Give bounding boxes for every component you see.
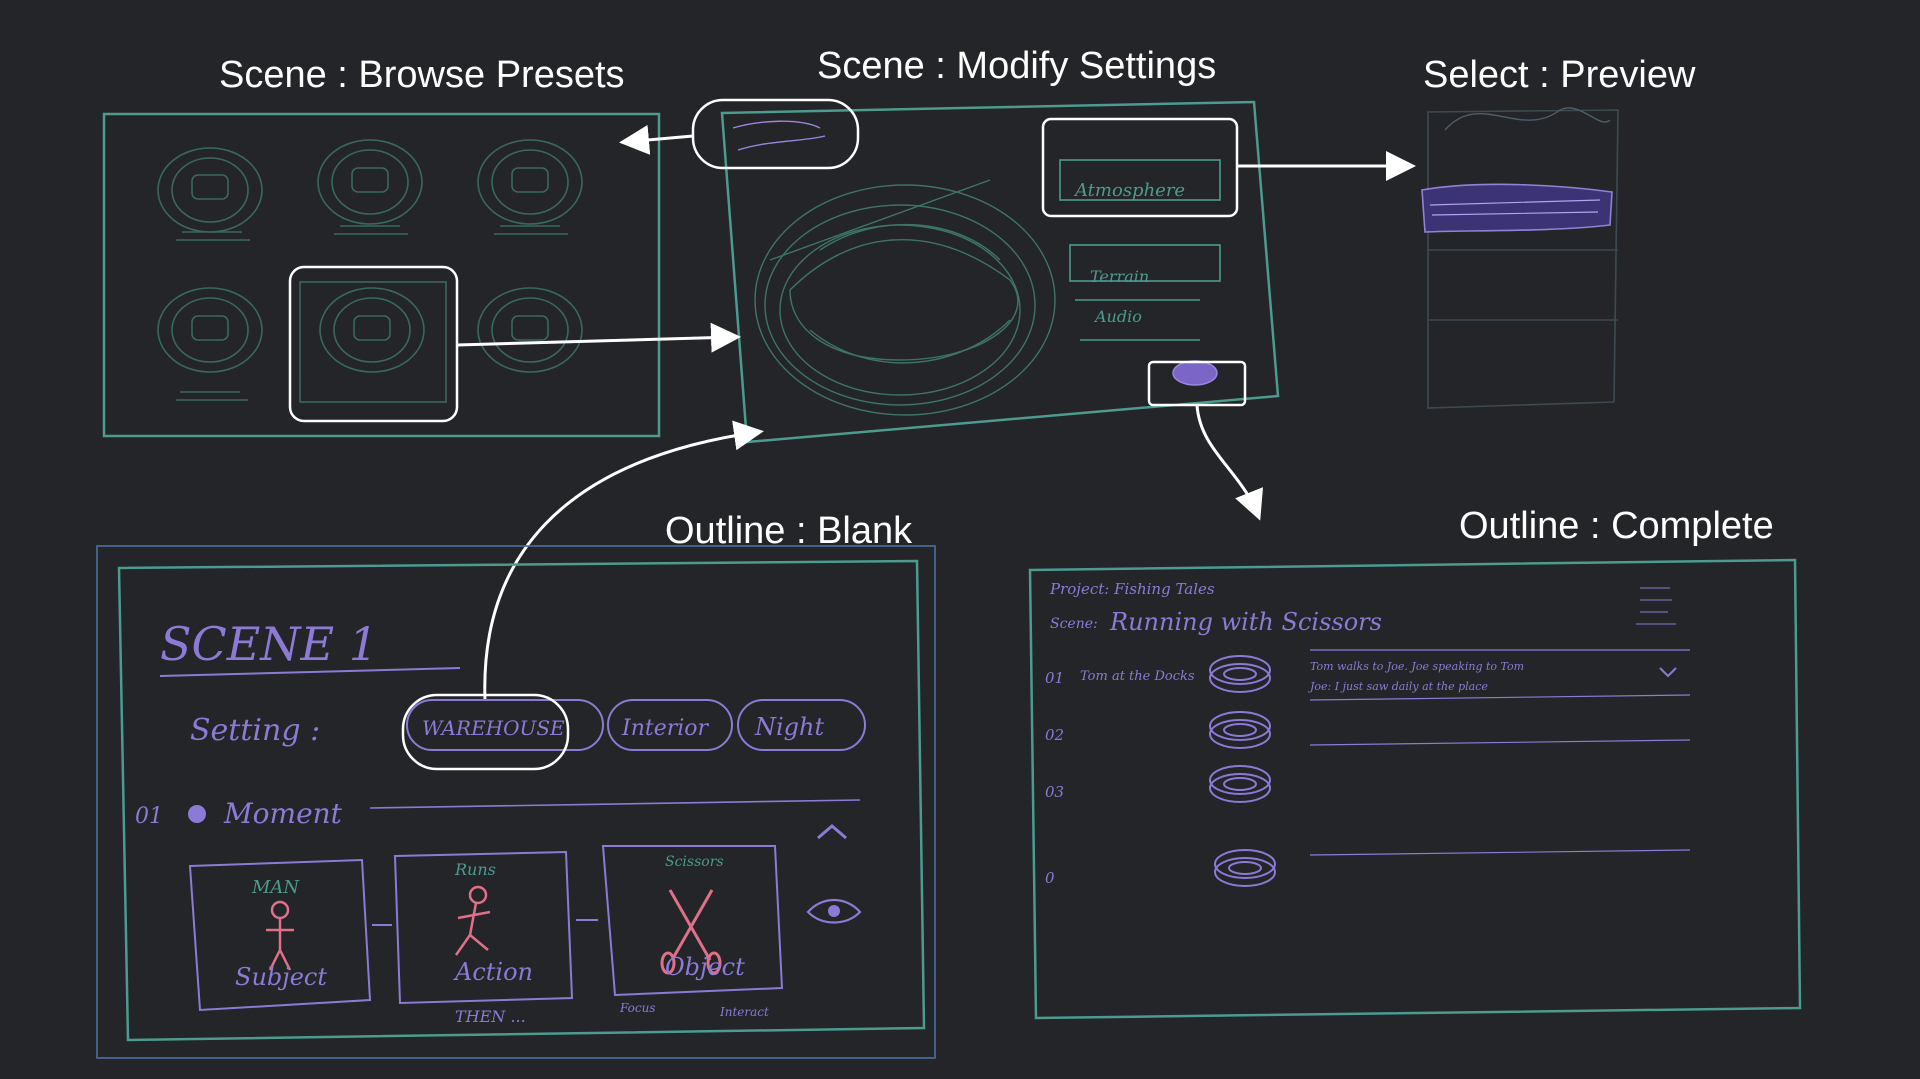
terrain-label: Terrain (1090, 267, 1149, 286)
scene-stack-icon[interactable] (1209, 655, 1271, 693)
scene-line-name: Running with Scissors (1109, 608, 1382, 636)
row1-note-line2: Joe: I just saw daily at the place (1308, 680, 1488, 693)
scene-stack-icon[interactable] (1209, 711, 1271, 749)
card-top-action: Runs (454, 860, 496, 879)
outline-row-numbers: 01 02 03 0 (1045, 669, 1064, 887)
card-top-object: Scissors (665, 854, 724, 870)
preset-selector-scribble[interactable] (732, 120, 826, 151)
moment-number: 01 (135, 804, 163, 829)
arrow-blank-to-modify (483, 420, 764, 701)
title-outline-complete: Outline : Complete (1459, 505, 1774, 547)
collapse-chevron-icon[interactable] (817, 824, 847, 840)
preset-thumbnails (157, 139, 583, 403)
card-bottom-action: Action (453, 958, 533, 986)
subject-figure-icon (266, 900, 294, 971)
selected-preview-strip[interactable] (1421, 183, 1613, 233)
selected-preset-highlight (288, 265, 459, 423)
expand-chevron-icon[interactable] (1659, 667, 1677, 678)
row1-note-line1: Tom walks to Joe. Joe speaking to Tom (1310, 660, 1524, 673)
chip-interior-label: Interior (621, 716, 710, 741)
atmosphere-label: Atmosphere (1073, 180, 1185, 201)
atmosphere-highlight (1041, 117, 1239, 218)
scene-heading: SCENE 1 (160, 617, 378, 671)
modify-settings-wireframe: Atmosphere Terrain Audio (691, 98, 1280, 444)
browse-frame (102, 112, 661, 438)
title-browse-presets: Scene : Browse Presets (219, 54, 625, 96)
preset-thumbnail[interactable] (477, 139, 583, 235)
action-card[interactable] (393, 850, 574, 1005)
preset-thumbnail[interactable] (477, 287, 583, 373)
preset-thumbnail[interactable] (157, 147, 263, 241)
project-line: Project: Fishing Tales (1049, 580, 1215, 598)
chip-night-label: Night (754, 713, 824, 741)
complete-frame (1028, 558, 1802, 1020)
outline-blank-wireframe: SCENE 1 Setting : WAREHOUSE Interior Nig… (96, 545, 936, 1059)
card-top-subject: MAN (251, 877, 300, 898)
card-bottom-object: Object (665, 953, 745, 981)
chip-warehouse[interactable] (406, 699, 604, 751)
summary-scribble (1636, 587, 1676, 625)
below-focus: Focus (619, 1001, 656, 1015)
outline-complete-wireframe: Project: Fishing Tales Scene: Running wi… (1028, 558, 1802, 1020)
scene-preview-scribble (754, 179, 1056, 416)
blank-outer-frame (96, 545, 936, 1059)
arrow-browse-to-modify (456, 322, 741, 353)
scene-line-prefix: Scene: (1050, 616, 1098, 632)
preview-frame (1427, 109, 1619, 409)
scissors-icon (660, 889, 722, 975)
chip-warehouse-label: WAREHOUSE (422, 716, 565, 740)
warehouse-chip-highlight (401, 693, 570, 771)
title-modify-settings: Scene : Modify Settings (817, 45, 1217, 87)
row-number: 01 (1045, 669, 1064, 687)
modify-frame (720, 100, 1280, 444)
preset-thumbnail[interactable] (317, 139, 423, 235)
browse-presets-wireframe (102, 112, 661, 438)
terrain-field[interactable] (1069, 244, 1221, 282)
preview-thumbnail-scribble[interactable] (1172, 360, 1218, 386)
scene-stack-icon[interactable] (1209, 765, 1271, 803)
eye-icon[interactable] (806, 899, 862, 924)
preset-thumbnail[interactable] (157, 287, 263, 401)
blank-inner-frame (117, 559, 926, 1042)
row-number: 03 (1045, 783, 1064, 801)
settings-panel (1059, 159, 1221, 341)
below-then: THEN ... (455, 1007, 526, 1026)
note-lines (1309, 649, 1691, 856)
scene-stack-icon[interactable] (1214, 849, 1276, 887)
audio-label: Audio (1093, 307, 1142, 326)
setting-label: Setting : (190, 713, 320, 748)
card-bottom-subject: Subject (235, 963, 327, 991)
select-preview-wireframe (1421, 107, 1619, 409)
arrow-modify-to-complete (1195, 404, 1263, 521)
moment-label: Moment (223, 797, 343, 830)
row-number: 02 (1045, 726, 1064, 744)
title-select-preview: Select : Preview (1423, 54, 1696, 96)
row-number: 0 (1045, 869, 1055, 887)
row1-title: Tom at the Docks (1080, 669, 1195, 684)
scene-stack-icons (1209, 655, 1276, 887)
setting-chips (406, 699, 866, 751)
chip-night[interactable] (737, 699, 866, 751)
moment-bullet (188, 805, 206, 823)
moment-cards (188, 845, 784, 1012)
title-outline-blank: Outline : Blank (665, 510, 913, 552)
running-figure-icon (454, 885, 491, 956)
below-interact: Interact (719, 1005, 769, 1019)
preset-thumbnail-selected[interactable] (299, 281, 447, 403)
subject-card[interactable] (188, 858, 372, 1012)
object-card[interactable] (601, 845, 784, 997)
flow-arrows (456, 124, 1416, 701)
chip-interior[interactable] (607, 699, 733, 751)
arrow-modify-to-browse (619, 124, 694, 155)
atmosphere-field[interactable] (1059, 159, 1221, 201)
preset-selector-highlight (691, 98, 860, 170)
